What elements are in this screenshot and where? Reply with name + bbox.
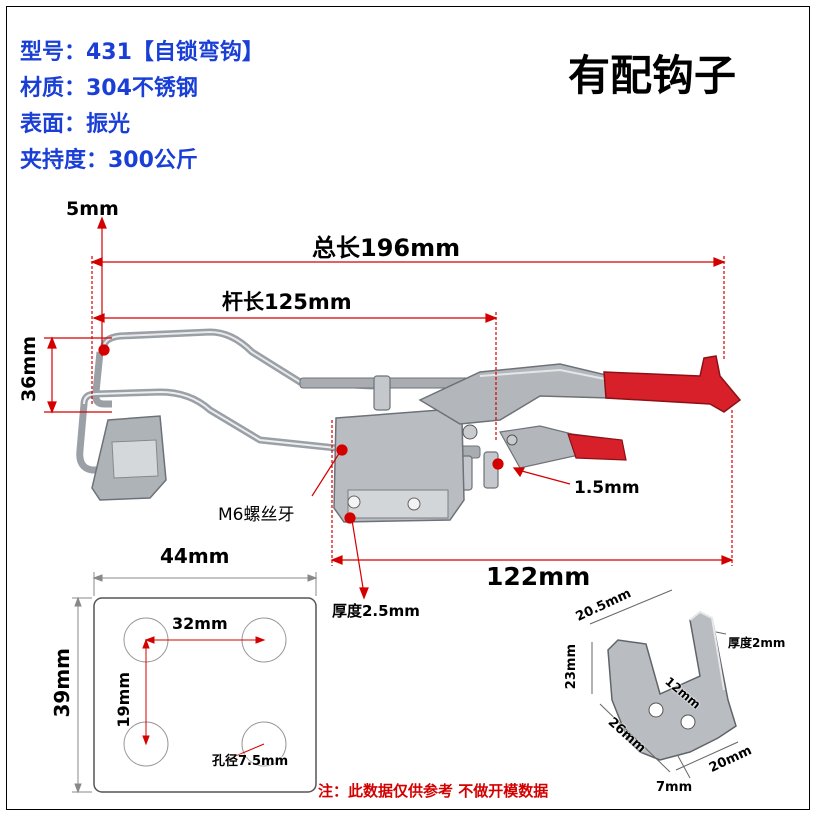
latch-clamp-illustration [76,328,742,523]
image-frame [6,6,810,810]
hook-thickness-label: 厚度2mm [728,636,786,650]
u-hook-illustration [589,589,739,779]
base-plate-drawing [72,572,318,794]
dim-total-length-label: 总长196mm [312,234,461,262]
headline: 有配钩子 [568,51,737,100]
dim-thread-label: M6螺丝牙 [218,505,295,525]
spec-material: 材质：304不锈钢 [20,76,198,101]
spec-model: 型号：431【自锁弯钩】 [20,40,264,65]
plate-hole-spacing-h-label: 32mm [172,614,228,633]
plate-hole-spacing-v-label: 19mm [114,672,133,728]
plate-height-label: 39mm [50,648,74,718]
dim-thickness-label: 厚度2.5mm [332,602,420,620]
dim-36mm-label: 36mm [18,336,40,403]
hook-23mm-label: 23mm [564,644,579,690]
spec-clamp-force: 夹持度：300公斤 [20,148,198,173]
plate-width-label: 44mm [160,544,230,568]
dim-rod-length-label: 杆长125mm [222,290,352,314]
spec-surface: 表面：振光 [20,112,131,137]
hook-7mm-label: 7mm [656,780,693,795]
plate-hole-diameter-label: 孔径7.5mm [212,754,289,769]
dim-gap-label: 1.5mm [574,478,640,498]
disclaimer-note: 注：此数据仅供参考 不做开模数据 [318,782,549,800]
dim-base-length-label: 122mm [486,562,591,591]
dim-5mm-label: 5mm [66,198,119,220]
